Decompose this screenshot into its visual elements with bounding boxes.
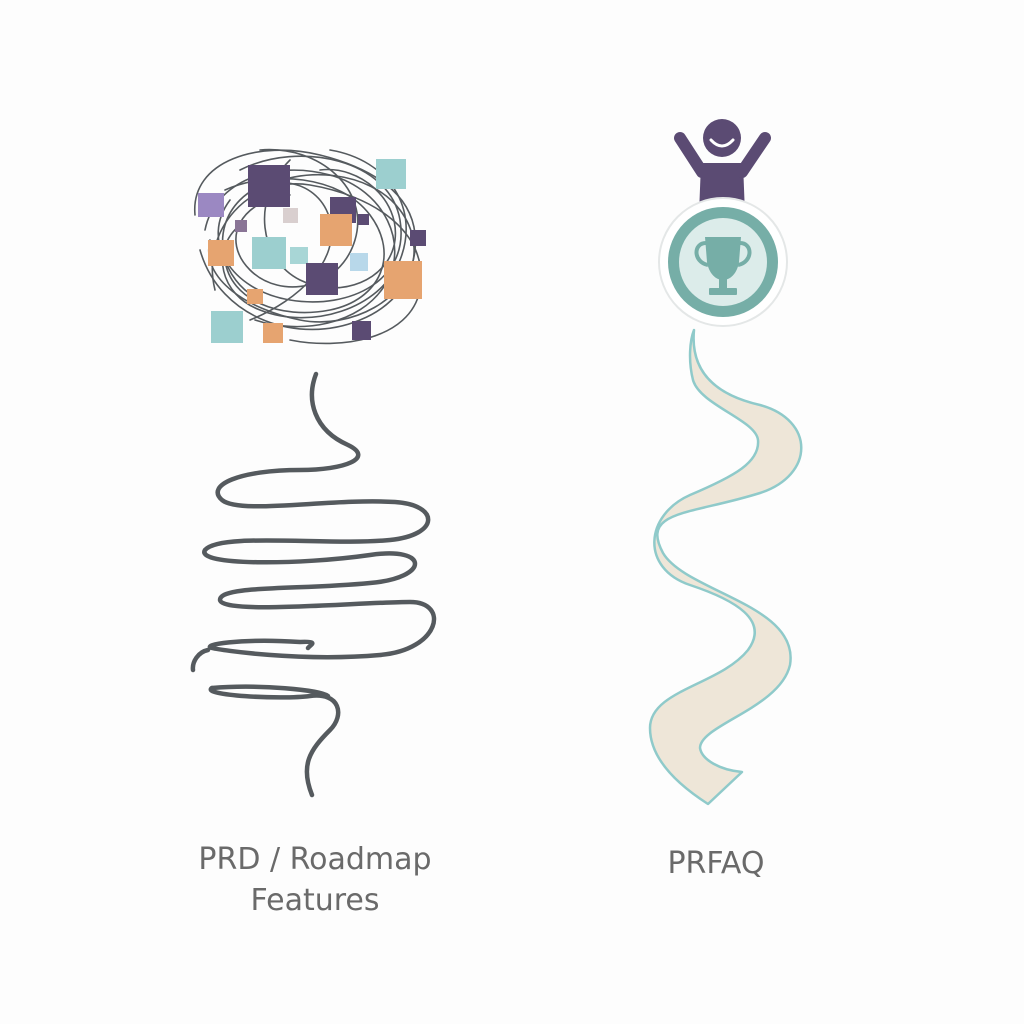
trophy-medal — [658, 197, 788, 327]
trophy-handle-left — [694, 241, 709, 267]
square-purple-lower — [306, 263, 338, 295]
person-smile — [709, 138, 735, 148]
cluster-squares — [198, 159, 426, 343]
square-purple-tiny-1 — [235, 220, 247, 232]
square-orange-left — [208, 240, 234, 266]
square-purple-right — [410, 230, 426, 246]
square-purple-large — [248, 165, 290, 207]
square-teal-bottom — [211, 311, 243, 343]
square-orange-large — [384, 261, 422, 299]
caption-left-line2: Features — [250, 883, 380, 918]
person-arm-right — [736, 132, 771, 178]
caption-prd-roadmap: PRD / Roadmap Features — [165, 839, 465, 921]
square-blue-small — [350, 253, 368, 271]
tangle-loop-8 — [204, 169, 396, 328]
trophy-handle-right — [737, 241, 752, 267]
squiggle-thread-loop — [209, 684, 331, 699]
winding-path — [648, 328, 803, 806]
trophy-cup — [705, 237, 741, 280]
trophy-stem — [719, 279, 727, 288]
squiggle-thread — [190, 371, 437, 798]
square-orange-small — [247, 289, 263, 304]
caption-left-line1: PRD / Roadmap — [198, 842, 432, 877]
square-purple-tiny-2 — [358, 214, 369, 225]
tangle-loop-7 — [224, 177, 385, 314]
tangle-loop-9 — [263, 159, 397, 289]
square-orange-bottom — [263, 323, 283, 343]
square-grey-small — [283, 208, 298, 223]
square-teal-center — [252, 237, 286, 269]
square-orange-center — [320, 214, 352, 246]
square-teal-topright — [376, 159, 406, 189]
square-purple-bottom — [352, 321, 371, 340]
trophy-base — [709, 288, 737, 295]
person-arm-left — [674, 132, 708, 178]
trophy-icon — [694, 237, 752, 295]
person-head — [703, 119, 741, 157]
tangle-loop-2 — [211, 183, 422, 345]
square-teal-small — [290, 247, 308, 264]
cheering-person-icon — [674, 119, 771, 214]
square-lavender — [198, 193, 224, 217]
caption-prfaq: PRFAQ — [667, 846, 765, 881]
